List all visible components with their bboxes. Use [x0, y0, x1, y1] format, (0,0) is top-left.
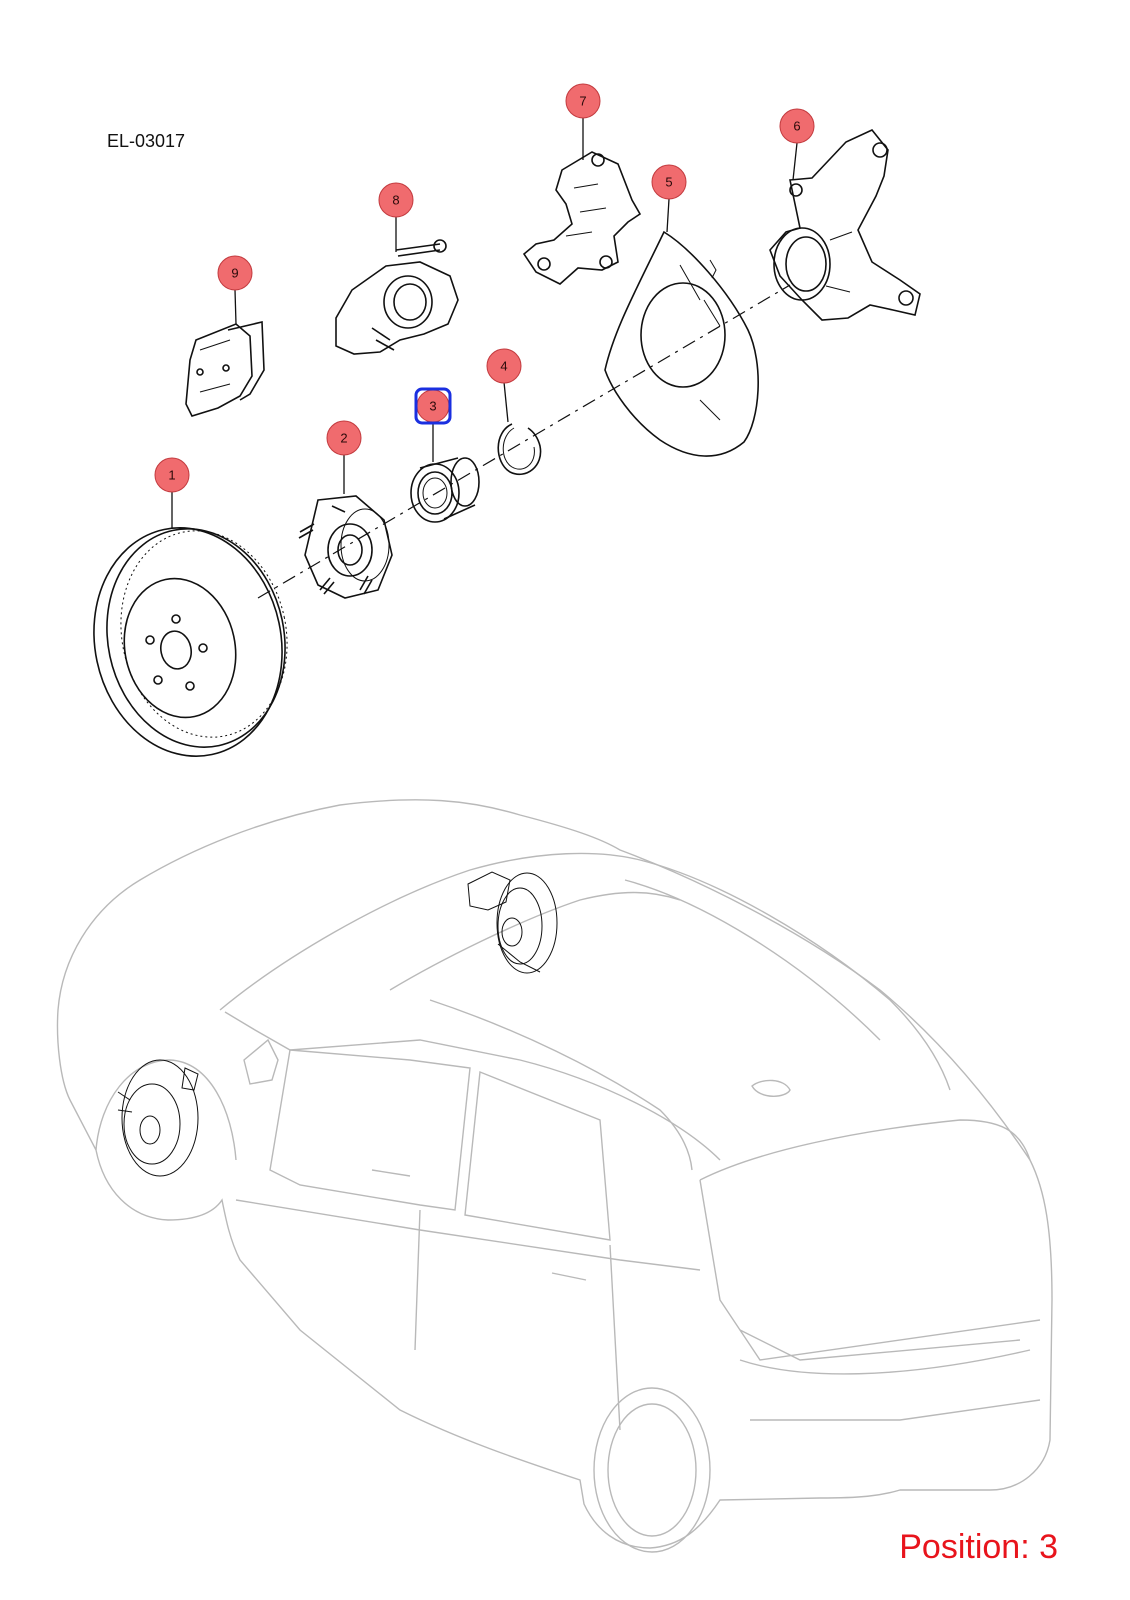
part-brake-disc[interactable]: [73, 510, 306, 774]
part-wheel-hub[interactable]: [298, 495, 393, 599]
callout-1[interactable]: 1: [154, 457, 190, 493]
callout-8-label: 8: [392, 193, 399, 208]
callout-7[interactable]: 7: [565, 83, 601, 119]
callout-7-label: 7: [579, 94, 586, 109]
callout-9-label: 9: [231, 266, 238, 281]
part-brake-caliper[interactable]: [335, 239, 459, 355]
leader-4: [503, 381, 509, 423]
diagram-code: EL-03017: [107, 131, 186, 151]
part-dust-shield[interactable]: [604, 230, 759, 457]
callout-3[interactable]: 3: [414, 387, 452, 425]
part-steering-knuckle[interactable]: [769, 129, 921, 321]
front-brake-assembly-icon: [117, 1059, 199, 1177]
callout-6[interactable]: 6: [779, 108, 815, 144]
leader-6: [792, 142, 798, 181]
part-wheel-bearing[interactable]: [410, 457, 480, 523]
part-snap-ring[interactable]: [497, 423, 542, 475]
callout-5[interactable]: 5: [651, 164, 687, 200]
callout-5-label: 5: [665, 175, 672, 190]
callout-3-label: 3: [429, 399, 436, 414]
vehicle-locator-outline: [56, 799, 1053, 1553]
leader-9: [234, 289, 237, 325]
position-indicator: Position: 3: [899, 1528, 1058, 1566]
assembly-axis: [257, 284, 791, 599]
callout-2-label: 2: [340, 431, 347, 446]
callout-9[interactable]: 9: [217, 255, 253, 291]
selected-callout-outline: [414, 387, 452, 425]
rear-brake-assembly-icon: [467, 871, 558, 974]
callout-4-label: 4: [500, 359, 507, 374]
callout-2[interactable]: 2: [326, 420, 362, 456]
callout-6-label: 6: [793, 119, 800, 134]
part-caliper-bracket[interactable]: [522, 151, 642, 285]
callout-1-label: 1: [168, 468, 175, 483]
callout-8[interactable]: 8: [378, 182, 414, 218]
part-brake-pads[interactable]: [185, 320, 265, 417]
leader-5: [666, 198, 670, 233]
callout-4[interactable]: 4: [486, 348, 522, 384]
